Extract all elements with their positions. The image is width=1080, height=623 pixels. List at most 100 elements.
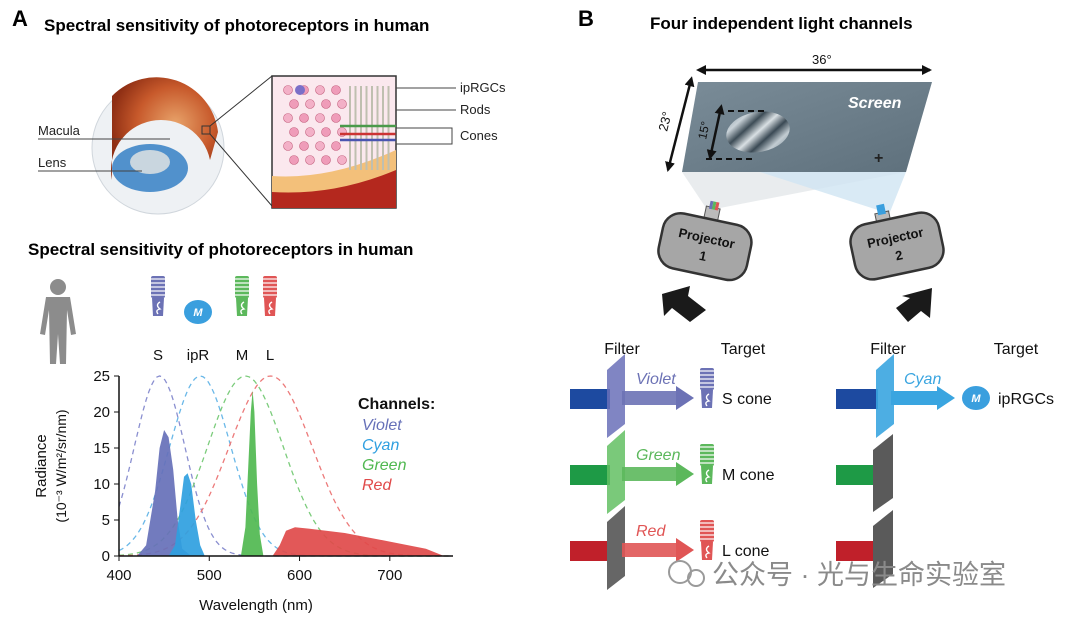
y-tick-label: 5 [102, 512, 110, 529]
screen [682, 82, 932, 172]
photoreceptor-label-l: L [266, 347, 274, 364]
input-beam [570, 465, 610, 485]
output-beam [622, 467, 678, 481]
blocking-filter [873, 434, 893, 512]
channel-row-green: Green M cone [570, 430, 775, 514]
channel-row-violet: Violet S cone [570, 354, 772, 438]
y-tick-label: 10 [93, 476, 110, 493]
projector-2: Projector 2 [849, 203, 945, 281]
human-silhouette-icon [40, 279, 76, 364]
projector-2-number: 2 [894, 247, 904, 263]
height-degrees: 23° [655, 110, 674, 133]
legend-entry-green: Green [362, 457, 407, 474]
target-header-left: Target [721, 341, 766, 358]
photoreceptor-label-ipr: ipR [187, 347, 210, 364]
channel-label-green: Green [636, 447, 681, 464]
screen-label: Screen [848, 95, 902, 112]
lens-label: Lens [38, 155, 67, 170]
panel-b-title: Four independent light channels [650, 14, 913, 33]
beam-arrowhead-icon [676, 538, 694, 562]
fixation-cross: + [874, 150, 883, 167]
panel-a-letter: A [12, 6, 28, 31]
blocking-filter [873, 510, 893, 588]
channel-row-red: Red L cone [570, 506, 770, 590]
legend-entry-cyan: Cyan [362, 437, 399, 454]
x-tick-label: 500 [197, 567, 222, 584]
cone-m-icon [235, 276, 249, 316]
series-area-green [240, 390, 264, 556]
target-cone-icon [700, 520, 714, 560]
rods-label: Rods [460, 102, 491, 117]
down-arrow-left-icon [662, 286, 706, 322]
width-degrees: 36° [812, 52, 832, 67]
target-cone-icon [700, 444, 714, 484]
stimulus-degrees: 15° [695, 120, 713, 141]
eye-illustration [38, 75, 273, 215]
output-beam [891, 391, 939, 405]
series-area-cyan [168, 473, 205, 556]
iprgc-label: ipRGCs [460, 80, 506, 95]
target-label-violet: S cone [722, 391, 772, 408]
target-label-red: L cone [722, 543, 770, 560]
blocked-beam [836, 465, 876, 485]
channel-label-red: Red [636, 523, 666, 540]
target-cone-icon [700, 368, 714, 408]
x-tick-label: 700 [377, 567, 402, 584]
target-label-iprgc: ipRGCs [998, 391, 1054, 408]
target-header-right: Target [994, 341, 1039, 358]
gabor-stimulus [726, 111, 790, 153]
y-axis-label: Radiance [33, 434, 50, 497]
stimulus-size-arrow [706, 104, 725, 160]
legend-entry-red: Red [362, 477, 392, 494]
cones-label: Cones [460, 128, 498, 143]
y-tick-label: 20 [93, 404, 110, 421]
macula-label: Macula [38, 123, 81, 138]
photoreceptor-label-s: S [153, 347, 163, 364]
channel-label-violet: Violet [636, 371, 676, 388]
iprgc-badge-icon-letter: M [193, 307, 203, 319]
watermark: 公众号 · 光与生命实验室 [668, 560, 1006, 590]
p2-row-3 [836, 510, 893, 588]
filter-plate [607, 430, 625, 514]
filter-plate [607, 354, 625, 438]
beam-arrowhead-icon [937, 386, 955, 410]
target-label-green: M cone [722, 467, 775, 484]
watermark-text: 公众号 · 光与生命实验室 [712, 560, 1006, 590]
target-iprgc-badge-icon-letter: M [971, 393, 981, 405]
series-area-red [272, 527, 444, 556]
y-axis-unit: (10⁻³ W/m²/sr/nm) [53, 409, 69, 522]
beam-arrowhead-icon [676, 462, 694, 486]
x-tick-label: 600 [287, 567, 312, 584]
retina-closeup [271, 75, 456, 209]
x-tick-label: 400 [106, 567, 131, 584]
input-beam [570, 541, 610, 561]
projector-1-number: 1 [698, 248, 708, 264]
down-arrow-right-icon [896, 288, 932, 322]
panel-b-letter: B [578, 6, 594, 31]
height-arrow [665, 76, 695, 172]
input-beam [570, 389, 610, 409]
legend-title: Channels: [358, 396, 435, 413]
input-beam [836, 389, 878, 409]
iprgc-badge-icon: M [184, 300, 212, 324]
filter-header-left: Filter [604, 341, 640, 358]
filter-plate-cyan [876, 354, 894, 438]
output-beam [622, 543, 678, 557]
output-beam [622, 391, 678, 405]
y-tick-label: 0 [102, 548, 110, 565]
panel-a-title: Spectral sensitivity of photoreceptors i… [44, 16, 429, 35]
filter-header-right: Filter [870, 341, 906, 358]
p2-row-2 [836, 434, 893, 512]
filter-plate [607, 506, 625, 590]
blocked-beam [836, 541, 876, 561]
cone-l-icon [263, 276, 277, 316]
y-tick-label: 15 [93, 440, 110, 457]
chart-title: Spectral sensitivity of photoreceptors i… [28, 240, 413, 259]
target-iprgc-badge-icon: M [962, 386, 990, 410]
